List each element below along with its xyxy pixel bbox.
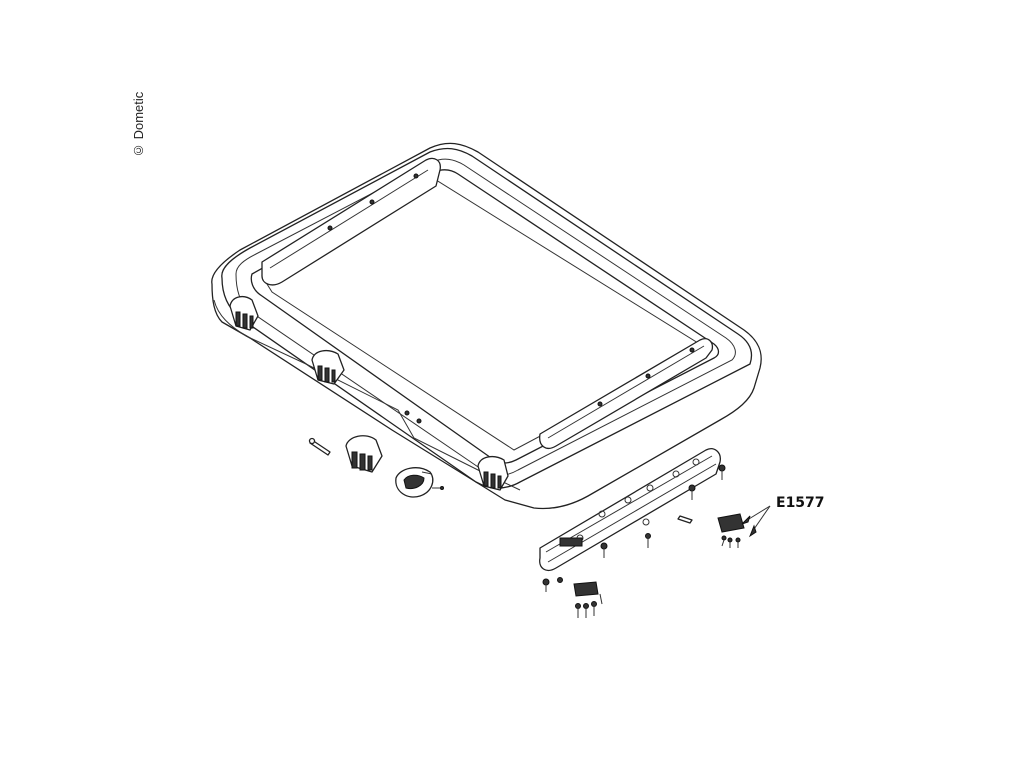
mounting-rail bbox=[539, 448, 721, 572]
roof-hatch-frame bbox=[211, 142, 762, 510]
frame-hinge-left bbox=[229, 295, 259, 331]
screws bbox=[542, 464, 726, 592]
small-bracket-bottom bbox=[573, 581, 603, 618]
frame-hinge-middle bbox=[311, 349, 345, 385]
hinge-pin bbox=[308, 437, 331, 456]
latch-part bbox=[395, 467, 444, 498]
frame-hinge-right bbox=[477, 455, 509, 491]
bracket-e1577 bbox=[717, 513, 745, 548]
part-number-label: E1577 bbox=[776, 495, 825, 511]
callout-arrows bbox=[741, 505, 771, 538]
loose-hinge bbox=[345, 435, 383, 473]
